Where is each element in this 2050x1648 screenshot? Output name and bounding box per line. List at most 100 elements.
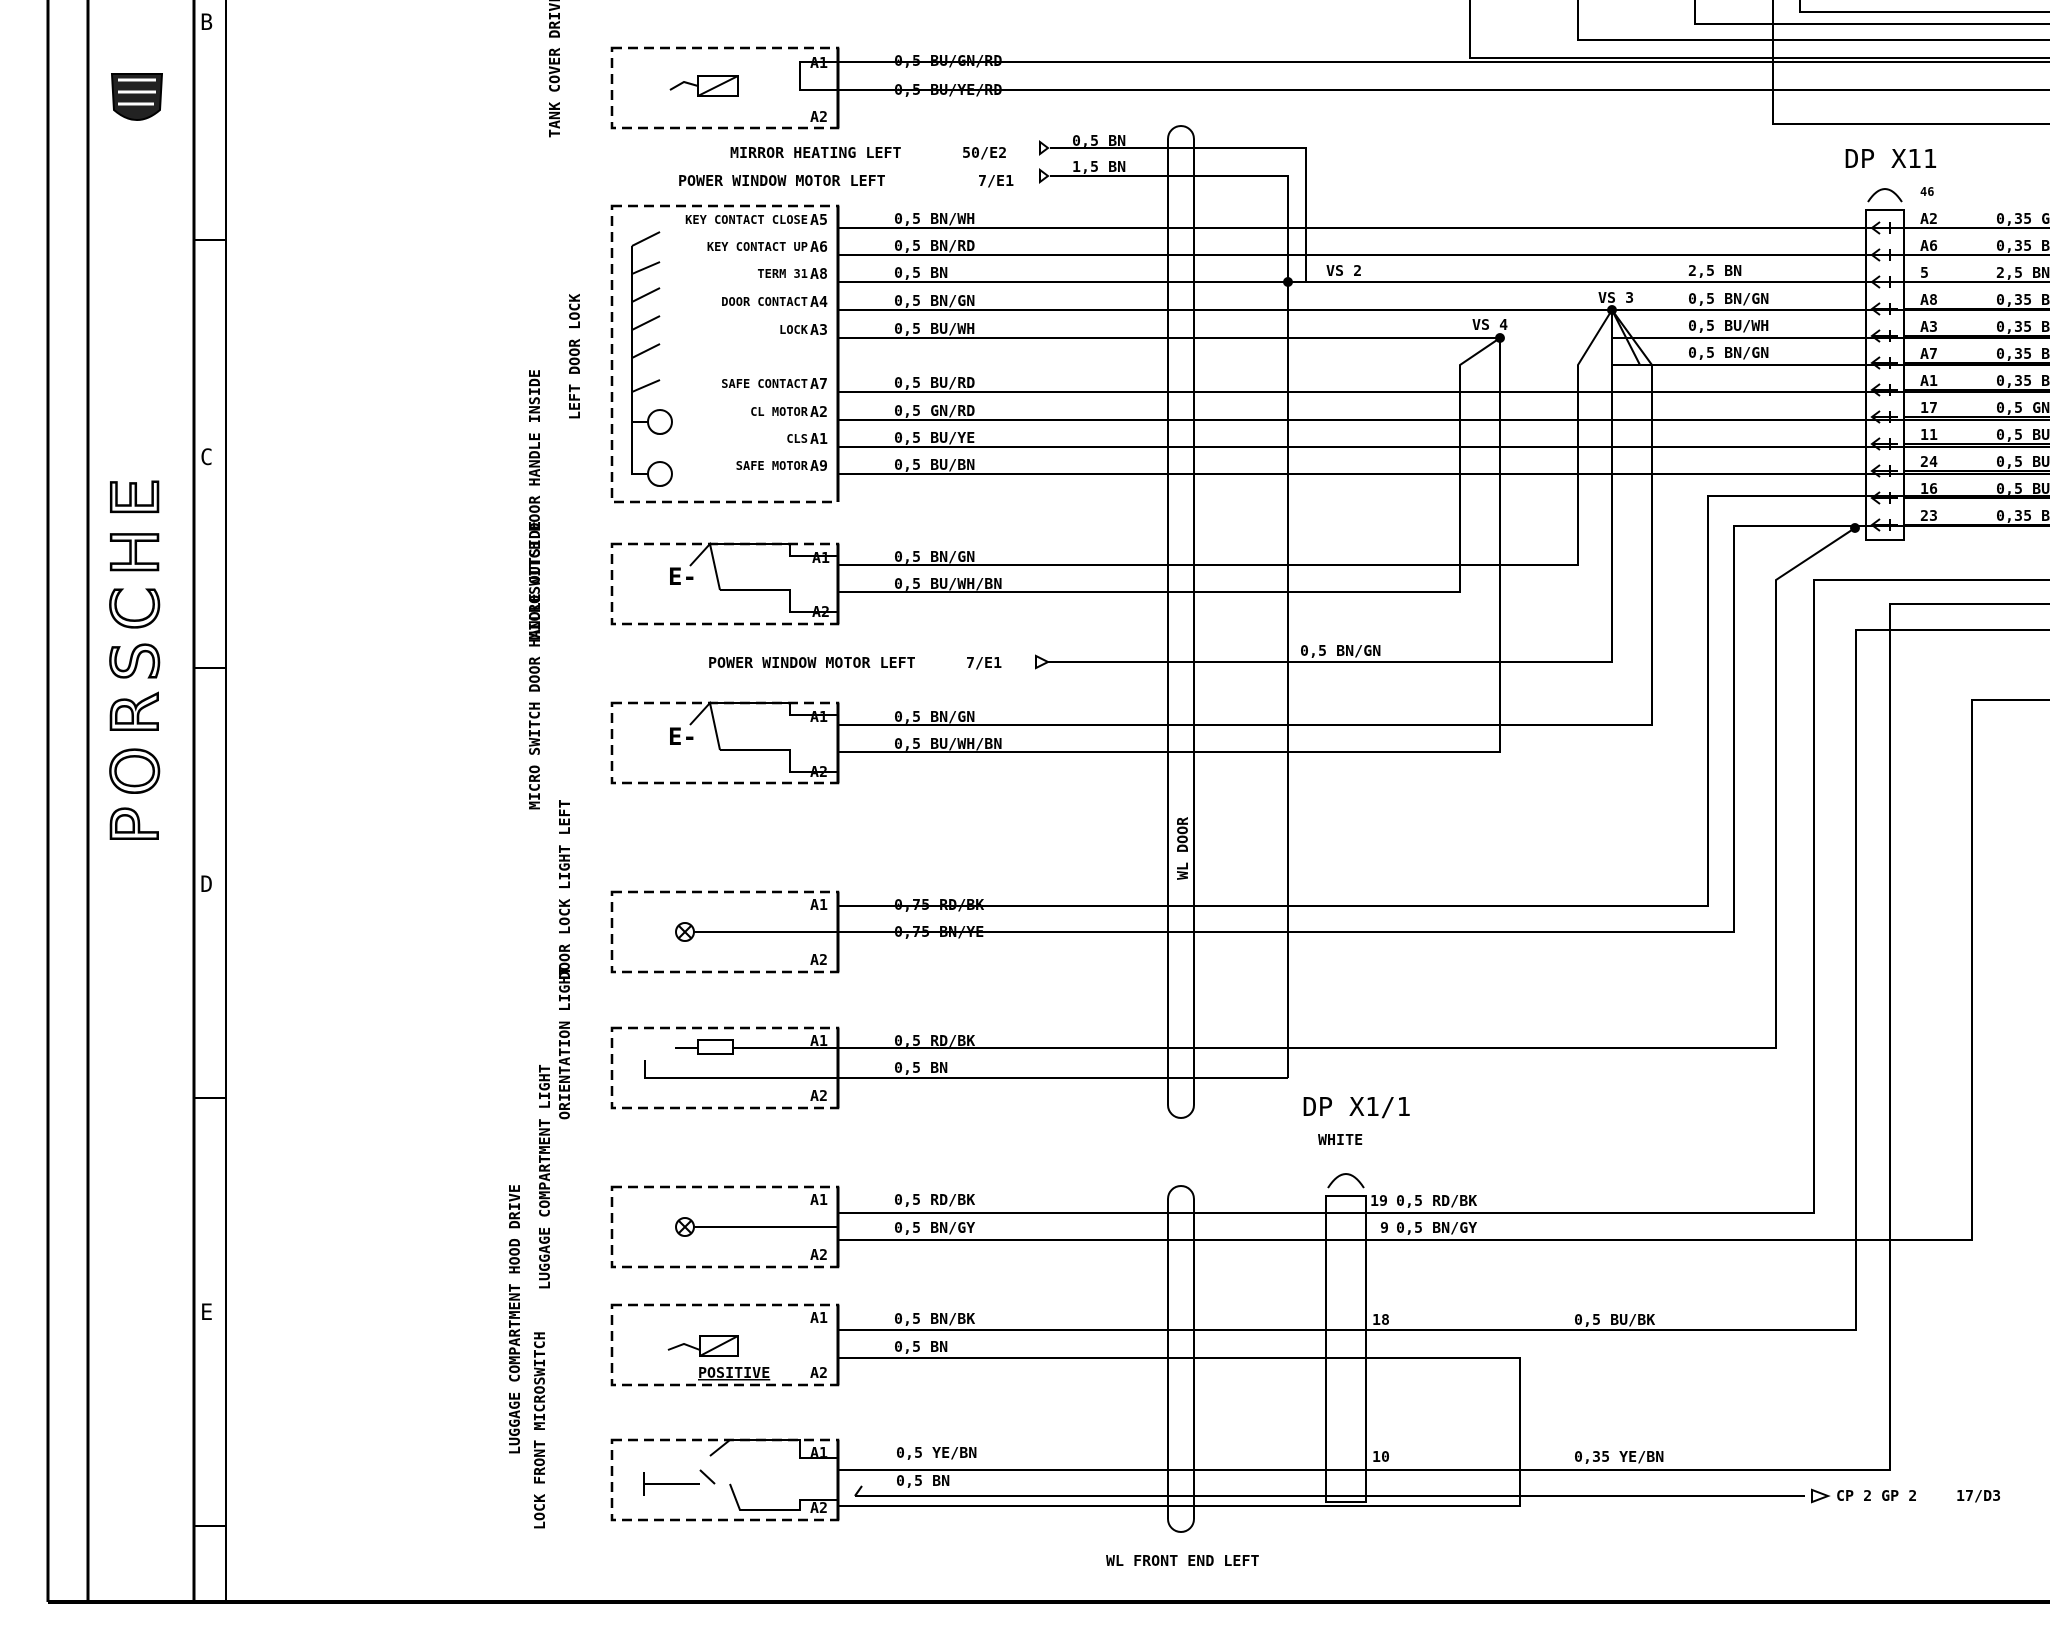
dp-x11-pin-mark [1870, 383, 1898, 397]
pin-tank-a2: A2 [810, 108, 828, 126]
pin-ll-a1: A1 [810, 1191, 828, 1209]
door-lock-wire: 0,5 BU/YE [894, 429, 975, 447]
door-lock-wire: 0,5 BN/WH [894, 210, 975, 228]
ref-mirror-heating-wire: 0,5 BN [1072, 132, 1126, 150]
door-lock-pin: A3 [810, 321, 828, 339]
wire-ms-in-2: 0,5 BU/WH/BN [894, 575, 1002, 593]
door-lock-pin: A7 [810, 375, 828, 393]
dp-x11-pin-number: 17 [1920, 399, 1938, 417]
label-microswitch-outside: MICRO SWITCH DOOR HANDLE OUTSIDE [526, 521, 544, 810]
dp-x11-pin-number: A2 [1920, 210, 1938, 228]
door-lock-wire: 0,5 BN [894, 264, 948, 282]
door-lock-wire: 0,5 BU/RD [894, 374, 975, 392]
door-lock-pin: A6 [810, 238, 828, 256]
dp-x11-pin-number: A7 [1920, 345, 1938, 363]
pin-lfm-a1: A1 [810, 1444, 828, 1462]
splice-vs3: VS 3 [1598, 289, 1634, 307]
ref-power-window2-label: POWER WINDOW MOTOR LEFT [708, 654, 916, 672]
dp-x11-pin-mark [1870, 356, 1898, 370]
pin-lfm-a2: A2 [810, 1499, 828, 1517]
dp-x11-pin-mark [1870, 464, 1898, 478]
door-lock-pin-label: LOCK [779, 323, 809, 337]
dp-x11-pin-wire: 0,35 B [1996, 507, 2050, 525]
dp-x11-title: DP X11 [1844, 145, 1938, 175]
dp-x11-pin-number: A3 [1920, 318, 1938, 336]
pin-hd-a1: A1 [810, 1309, 828, 1327]
pin-tank-a1: A1 [810, 54, 828, 72]
dp-x11-pin-number: 24 [1920, 453, 1938, 471]
ref-power-window-wire: 1,5 BN [1072, 158, 1126, 176]
harness-wl-front: WL FRONT END LEFT [1106, 1552, 1260, 1570]
dp-x11-pin-wire: 0,35 B [1996, 372, 2050, 390]
door-lock-pin: A5 [810, 211, 828, 229]
door-lock-wire: 0,5 GN/RD [894, 402, 975, 420]
vs3-wire-4: 0,5 BN/GN [1688, 344, 1769, 362]
dp-x1-1-wire-19: 0,5 RD/BK [1396, 1192, 1477, 1210]
row-letter-c: C [200, 446, 213, 471]
dp-x11-pin-wire: 0,5 BU [1996, 453, 2050, 471]
label-microswitch-inside: MICROSWITCH DOOR HANDLE INSIDE [526, 369, 544, 640]
ref-cp2-code: 17/D3 [1956, 1487, 2001, 1505]
ref-cp2-label: CP 2 GP 2 [1836, 1487, 1917, 1505]
dp-x1-1-pin-19: 19 [1370, 1192, 1388, 1210]
label-lock-front-microswitch: LOCK FRONT MICROSWITCH [531, 1331, 549, 1530]
dp-x11-pin-mark [1870, 221, 1898, 235]
row-letter-d: D [200, 873, 213, 898]
dp-x1-1-pin-9: 9 [1380, 1219, 1389, 1237]
wire-ol-2: 0,5 BN [894, 1059, 948, 1077]
pin-ms-in-a1: A1 [812, 549, 830, 567]
label-door-lock-light: DOOR LOCK LIGHT LEFT [556, 799, 574, 980]
dp-x1-1-title: DP X1/1 [1302, 1093, 1412, 1123]
dp-x1-1-pin-10: 10 [1372, 1448, 1390, 1466]
dp-x1-1-pin-18: 18 [1372, 1311, 1390, 1329]
ref-power-window2-wire: 0,5 BN/GN [1300, 642, 1381, 660]
label-luggage-light: LUGGAGE COMPARTMENT LIGHT [536, 1064, 554, 1290]
label-tank-cover: TANK COVER DRIVE [546, 0, 564, 138]
dp-x11-pin-mark [1870, 437, 1898, 451]
dp-x11-pin-wire: 0,35 B [1996, 237, 2050, 255]
wire-hd-1: 0,5 BN/BK [894, 1310, 975, 1328]
ref-mirror-heating-code: 50/E2 [962, 144, 1007, 162]
door-lock-pin-label: TERM 31 [757, 267, 808, 281]
row-letter-b: B [200, 11, 213, 36]
wire-ol-1: 0,5 RD/BK [894, 1032, 975, 1050]
label-hood-drive: LUGGAGE COMPARTMENT HOOD DRIVE [506, 1184, 524, 1455]
vs3-wire-1: 2,5 BN [1688, 262, 1742, 280]
door-lock-pin-label: CL MOTOR [750, 405, 809, 419]
door-lock-pin: A2 [810, 403, 828, 421]
dp-x1-1-color: WHITE [1318, 1131, 1363, 1149]
wire-dll-2: 0,75 BN/YE [894, 923, 984, 941]
splice-vs2: VS 2 [1326, 262, 1362, 280]
dp-x11-pin-mark [1870, 248, 1898, 262]
pin-ms-out-a2: A2 [810, 763, 828, 781]
wire-ms-out-2: 0,5 BU/WH/BN [894, 735, 1002, 753]
wire-lfm-1: 0,5 YE/BN [896, 1444, 977, 1462]
dp-x11-pin-number: 11 [1920, 426, 1938, 444]
hood-positive-label: POSITIVE [698, 1364, 770, 1382]
dp-x11-pin-mark [1870, 275, 1898, 289]
label-left-door-lock: LEFT DOOR LOCK [566, 294, 584, 420]
door-lock-pin-label: SAFE CONTACT [721, 377, 808, 391]
switch-symbol-outside: E- [668, 723, 697, 751]
dp-x11-pin-wire: 0,35 B [1996, 318, 2050, 336]
wire-tank-1: 0,5 BU/GN/RD [894, 52, 1002, 70]
dp-x11-pin-wire: 0,35 B [1996, 291, 2050, 309]
door-lock-wire: 0,5 BN/RD [894, 237, 975, 255]
dp-x11-pin-wire: 0,5 BU [1996, 426, 2050, 444]
door-lock-pin-label: SAFE MOTOR [736, 459, 809, 473]
dp-x11-pin-number: A1 [1920, 372, 1938, 390]
wire-ll-2: 0,5 BN/GY [894, 1219, 975, 1237]
ref-power-window-code: 7/E1 [978, 172, 1014, 190]
dp-x11-pin-mark [1870, 302, 1898, 316]
wire-dll-1: 0,75 RD/BK [894, 896, 984, 914]
door-lock-pin-label: CLS [786, 432, 808, 446]
dp-x11-pin-number: 5 [1920, 264, 1929, 282]
pin-ms-out-a1: A1 [810, 708, 828, 726]
pin-dll-a1: A1 [810, 896, 828, 914]
vs3-wire-2: 0,5 BN/GN [1688, 290, 1769, 308]
pin-hd-a2: A2 [810, 1364, 828, 1382]
door-lock-pin: A4 [810, 293, 828, 311]
dp-x11-pin-number: 23 [1920, 507, 1938, 525]
